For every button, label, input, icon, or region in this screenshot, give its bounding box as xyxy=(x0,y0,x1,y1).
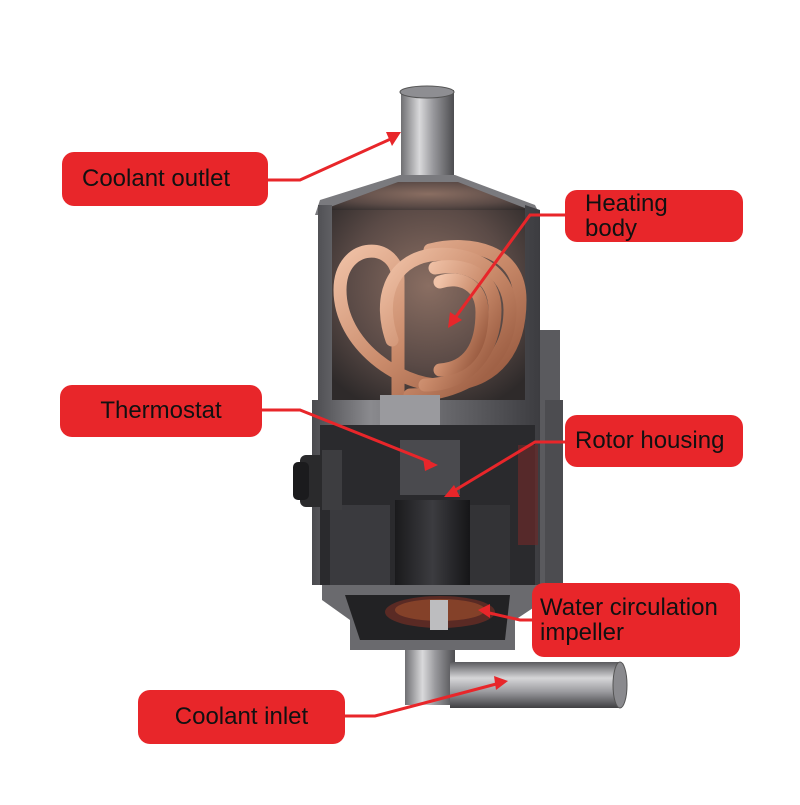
leader-coolant-inlet xyxy=(345,681,501,718)
label-coolant-outlet: Coolant outlet xyxy=(62,152,268,206)
label-coolant-inlet-text: Coolant inlet xyxy=(174,703,309,731)
arrowhead-coolant-outlet xyxy=(386,132,401,146)
arrowhead-thermostat xyxy=(423,458,438,471)
label-coolant-inlet: Coolant inlet xyxy=(138,690,345,744)
label-heating-body-text: Heating body xyxy=(585,189,668,242)
label-heating-body: Heating body xyxy=(565,190,743,242)
lower-compartment xyxy=(320,425,538,585)
label-thermostat-text: Thermostat xyxy=(100,397,222,425)
inlet-pipe xyxy=(405,650,628,709)
side-connector xyxy=(293,450,342,510)
outlet-pipe xyxy=(399,85,455,190)
arrowhead-heating-body xyxy=(448,312,462,328)
arrowhead-impeller xyxy=(478,604,490,618)
leader-lines xyxy=(262,135,565,718)
leader-rotor-housing xyxy=(451,440,565,494)
label-coolant-outlet-text: Coolant outlet xyxy=(82,165,231,193)
leader-heating-body xyxy=(453,213,565,319)
top-funnel xyxy=(315,175,540,215)
leader-thermostat xyxy=(262,408,431,464)
heating-coil xyxy=(333,240,527,407)
bottom-housing xyxy=(322,585,545,650)
label-rotor-housing: Rotor housing xyxy=(565,415,743,467)
label-thermostat: Thermostat xyxy=(60,385,262,437)
arrowhead-rotor-housing xyxy=(444,485,460,497)
arrowheads xyxy=(386,132,508,690)
leader-coolant-outlet xyxy=(268,135,396,182)
coil-base-plate xyxy=(380,395,440,425)
arrowhead-coolant-inlet xyxy=(494,676,508,690)
label-water-circulation-impeller: Water circulation impeller xyxy=(532,583,740,657)
label-rotor-housing-text: Rotor housing xyxy=(575,427,725,455)
label-water-circulation-impeller-text: Water circulation impeller xyxy=(540,593,718,646)
